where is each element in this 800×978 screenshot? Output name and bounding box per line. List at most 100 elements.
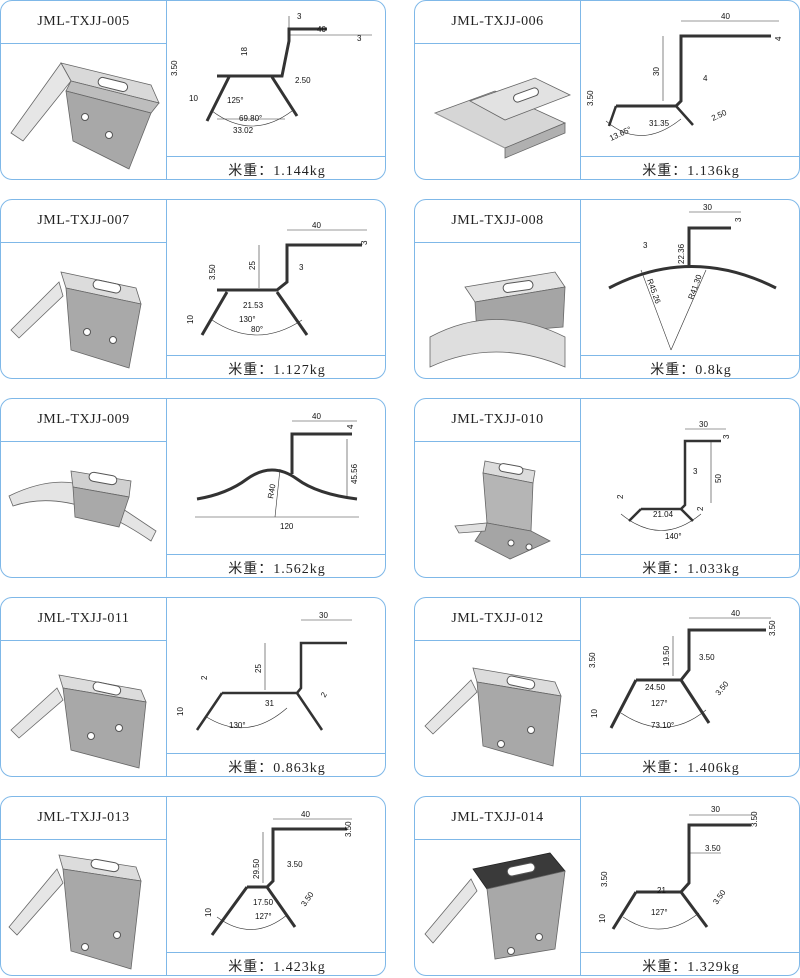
dim-e: R45.26	[645, 278, 662, 306]
dim-h: 140°	[665, 532, 682, 541]
dim-h: 130°	[239, 315, 256, 324]
product-card-007: JML-TXJJ-007 40 3 25 3 3.50 21.53 10 130…	[0, 199, 386, 379]
section-drawing: 40 3.50 29.50 3.50 17.50 127° 10 3.50	[167, 797, 385, 952]
product-photo	[1, 242, 167, 378]
dim-a: 40	[312, 221, 321, 230]
dim-h: 2.50	[295, 76, 311, 85]
dim-a: 30	[703, 203, 712, 212]
dim-e: 21	[657, 886, 666, 895]
dim-h: 2.50	[710, 108, 728, 123]
dim-d: 4	[703, 74, 708, 83]
dim-a: 3	[297, 12, 302, 21]
product-card-012: JML-TXJJ-012 40 3.50 19.50 3.50 3.50 24.…	[414, 597, 800, 777]
model-label: JML-TXJJ-008	[415, 200, 581, 243]
product-card-009: JML-TXJJ-009 40 4 45.56 R40 120 米重：1.562…	[0, 398, 386, 578]
dim-j: 33.02	[233, 126, 254, 135]
dim-b: 3	[360, 240, 369, 245]
dim-b: 4	[346, 424, 355, 429]
weight-label: 米重：1.329kg	[581, 952, 799, 975]
weight-label: 米重：1.406kg	[581, 753, 799, 776]
dim-g: 10	[598, 914, 607, 923]
model-label: JML-TXJJ-011	[1, 598, 167, 641]
dim-i: 80°	[251, 325, 263, 334]
model-label: JML-TXJJ-012	[415, 598, 581, 641]
dim-e: 17.50	[253, 898, 274, 907]
product-card-010: JML-TXJJ-010 30 3 3 50 2 21.04 2 140°	[414, 398, 800, 578]
dim-b: 4	[774, 36, 783, 41]
product-photo	[415, 839, 581, 975]
dim-c: 3.50	[705, 844, 721, 853]
dim-f: R41.30	[686, 273, 703, 301]
model-label: JML-TXJJ-006	[415, 1, 581, 44]
dim-c: 19.50	[662, 645, 671, 666]
dim-g: 31.35	[649, 119, 670, 128]
product-photo	[415, 640, 581, 776]
dim-f: 10	[189, 94, 198, 103]
dim-c: 3	[693, 467, 698, 476]
dim-a: 40	[721, 12, 730, 21]
dim-c: 45.56	[350, 463, 359, 484]
dim-g: 127°	[651, 699, 668, 708]
product-card-011: JML-TXJJ-011 30 25 2 31 10 130° 2 米重：0.8…	[0, 597, 386, 777]
model-label: JML-TXJJ-014	[415, 797, 581, 840]
dim-b: 3.50	[750, 811, 759, 827]
model-label: JML-TXJJ-013	[1, 797, 167, 840]
section-drawing: 30 3 3 22.36 R45.26 R41.30	[581, 200, 799, 355]
model-label: JML-TXJJ-007	[1, 200, 167, 243]
section-drawing: 40 3.50 19.50 3.50 3.50 24.50 127° 10 73…	[581, 598, 799, 753]
product-photo	[1, 43, 167, 179]
weight-label: 米重：1.127kg	[167, 355, 385, 378]
dim-b: 3	[734, 217, 743, 222]
dim-h: 3.50	[299, 890, 316, 908]
dim-a: 30	[711, 805, 720, 814]
dim-e: 3.50	[588, 652, 597, 668]
product-card-006: JML-TXJJ-006 40 4 30 4 3.50 13.65° 31.35…	[414, 0, 800, 180]
dim-c: 25	[248, 261, 257, 270]
dim-f: 127°	[651, 908, 668, 917]
dim-c: 3	[643, 241, 648, 250]
dim-a: 40	[312, 412, 321, 421]
dim-d: 18	[240, 47, 249, 56]
weight-label: 米重：0.863kg	[167, 753, 385, 776]
product-photo	[415, 43, 581, 179]
dim-a: 40	[301, 810, 310, 819]
dim-e: 3.50	[208, 264, 217, 280]
model-label: JML-TXJJ-010	[415, 399, 581, 442]
dim-d: 3.50	[699, 653, 715, 662]
dim-e: 120	[280, 522, 294, 531]
product-photo	[415, 441, 581, 577]
weight-label: 米重：1.562kg	[167, 554, 385, 577]
weight-label: 米重：1.033kg	[581, 554, 799, 577]
dim-b: 3.50	[344, 821, 353, 837]
dim-c: 30	[652, 67, 661, 76]
dim-b: 3	[722, 434, 731, 439]
dim-a: 30	[319, 611, 328, 620]
dim-b: 25	[254, 664, 263, 673]
section-drawing: 30 25 2 31 10 130° 2	[167, 598, 385, 753]
dim-h: 3.50	[711, 888, 728, 906]
model-label: JML-TXJJ-005	[1, 1, 167, 44]
dim-a: 40	[731, 609, 740, 618]
product-card-005: JML-TXJJ-005 3 40 3 18 3.50 10 125° 2	[0, 0, 386, 180]
dim-a: 30	[699, 420, 708, 429]
dim-i: 73.10°	[651, 721, 674, 730]
dim-d: R40	[266, 483, 278, 500]
product-card-014: JML-TXJJ-014 30 3.50 3.50 3.50 21 127° 1…	[414, 796, 800, 976]
dim-h: 10	[590, 709, 599, 718]
dim-g: 2	[319, 690, 329, 699]
dim-f: 24.50	[645, 683, 666, 692]
dim-d: 3.50	[287, 860, 303, 869]
dim-j: 3.50	[714, 679, 731, 697]
dim-e: 3.50	[170, 60, 179, 76]
section-drawing: 30 3.50 3.50 3.50 21 127° 10 3.50	[581, 797, 799, 952]
dim-d: 50	[714, 474, 723, 483]
section-drawing: 40 4 45.56 R40 120	[167, 399, 385, 554]
dim-f: 21.04	[653, 510, 674, 519]
product-photo	[1, 441, 167, 577]
dim-e: 10	[176, 707, 185, 716]
dim-g: 10	[186, 315, 195, 324]
dim-g: 125°	[227, 96, 244, 105]
product-photo	[1, 640, 167, 776]
section-drawing: 30 3 3 50 2 21.04 2 140°	[581, 399, 799, 554]
dim-d: 31	[265, 699, 274, 708]
